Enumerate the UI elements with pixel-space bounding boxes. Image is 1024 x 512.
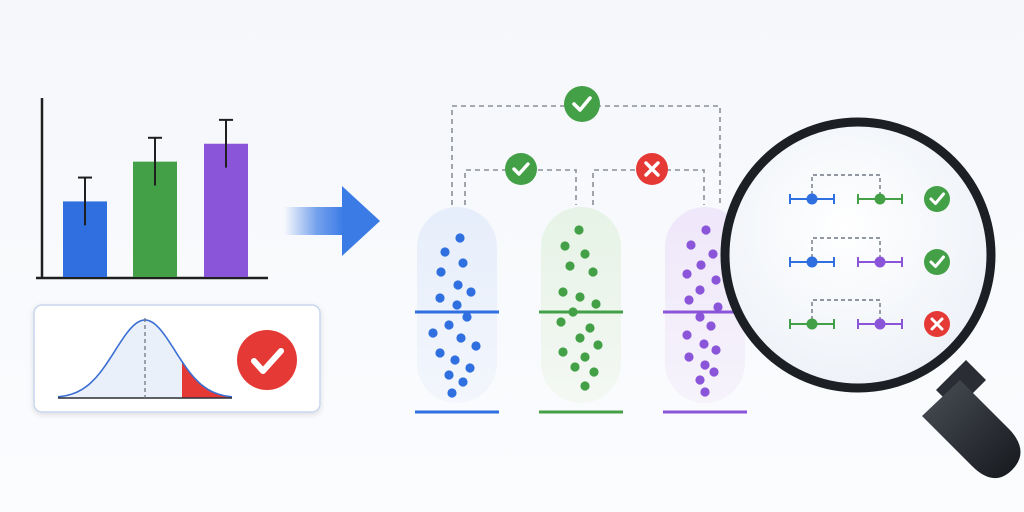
data-point [580,249,590,259]
row-bracket [811,237,881,258]
data-point [593,340,603,350]
bars [63,118,248,277]
data-point [588,267,598,277]
data-point [682,330,692,340]
comparison-row [789,299,950,337]
lens-comparisons [789,174,950,337]
data-point [713,302,723,312]
confidence-interval [789,318,835,330]
data-point [444,320,454,330]
data-point [558,347,568,357]
data-point [453,280,463,290]
error-bar [78,176,92,226]
row-bracket [811,174,881,195]
bar-chart [36,98,268,280]
bracket-outer [451,105,721,205]
error-bar [148,136,162,186]
data-point [462,312,472,322]
data-point [435,348,445,358]
data-point [580,381,590,391]
check-circle-icon [924,249,950,275]
check-circle-icon [924,186,950,212]
data-point [684,352,694,362]
sample-group [539,207,623,414]
data-point [447,388,457,398]
data-point [568,307,578,317]
data-point [580,352,590,362]
data-point [585,323,595,333]
data-point [440,247,450,257]
data-point [465,363,475,373]
critical-region [182,361,232,398]
data-point [565,261,575,271]
row-bracket [811,299,881,320]
comparison-row [789,237,950,275]
data-point [560,241,570,251]
data-point [711,345,721,355]
error-bar [219,118,233,168]
data-point [701,225,711,235]
data-point [709,367,719,377]
data-point [436,267,446,277]
sample-group [415,207,499,414]
data-point [575,333,585,343]
check-circle-icon [237,330,297,390]
check-circle-icon [505,153,537,185]
data-point [589,367,599,377]
comparison-row [789,174,950,212]
data-point [695,375,705,385]
data-point [711,275,721,285]
confidence-interval [857,318,903,330]
confidence-interval [789,193,835,205]
sample-capsule [541,207,621,403]
data-point [455,233,465,243]
data-point [574,225,584,235]
confidence-interval [789,256,835,268]
data-point [450,355,460,365]
arrow-right-icon [284,186,380,256]
data-point [700,360,710,370]
distribution-panel [33,304,321,413]
data-point [458,377,468,387]
data-point [686,240,696,250]
confidence-interval [857,256,903,268]
data-point [575,292,585,302]
confidence-interval [857,193,903,205]
lens-ring [720,117,996,393]
data-point [570,362,580,372]
data-point [682,269,692,279]
data-point [444,370,454,380]
data-point [695,285,705,295]
data-point [696,260,706,270]
check-circle-icon [564,86,600,122]
magnifier-handle [922,360,1021,479]
x-circle-icon [924,311,950,337]
data-point [706,321,716,331]
data-point [708,249,718,259]
data-point [591,299,601,309]
data-point [435,293,445,303]
data-point [452,300,462,310]
data-point [558,287,568,297]
data-point [695,312,705,322]
data-point [428,328,438,338]
data-point [684,295,694,305]
x-circle-icon [636,153,668,185]
data-point [700,387,710,397]
data-point [456,333,466,343]
magnifier-icon [720,117,1021,479]
data-point [699,339,709,349]
group-samples [415,207,747,414]
data-point [458,258,468,268]
data-point [556,317,566,327]
data-point [466,287,476,297]
data-point [471,341,481,351]
